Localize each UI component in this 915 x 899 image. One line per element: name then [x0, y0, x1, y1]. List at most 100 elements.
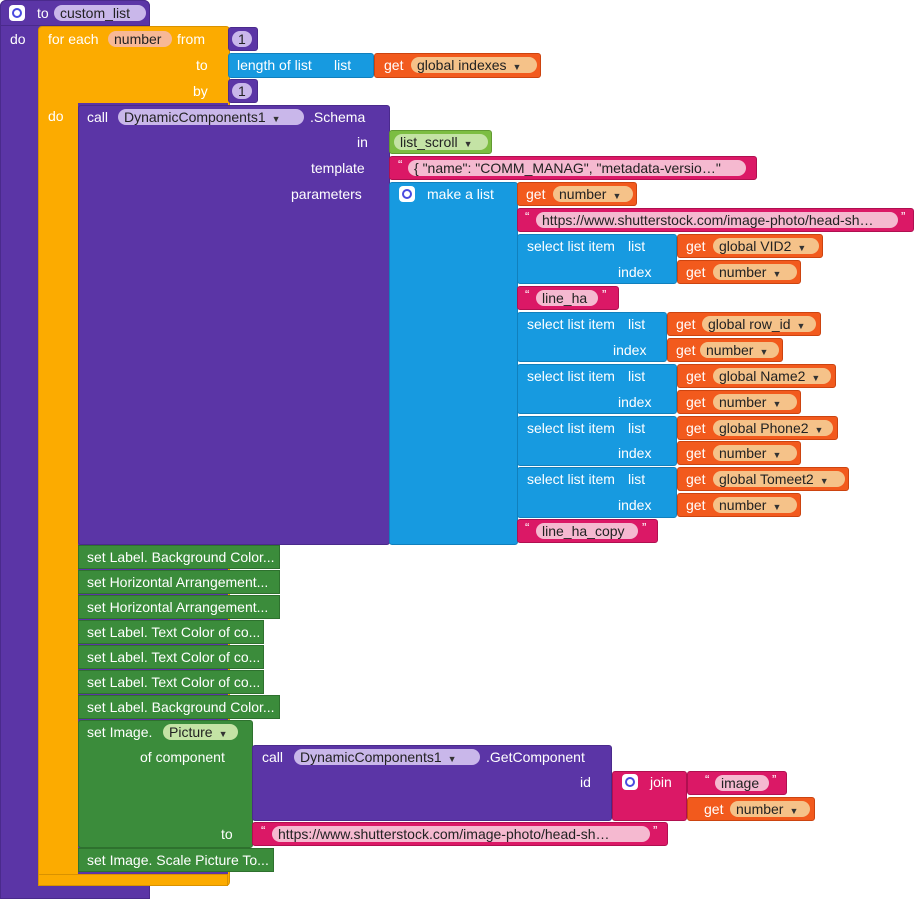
select-list-label: list — [628, 471, 646, 487]
template-text-field[interactable]: { "name": "COMM_MANAG", "metadata-versio… — [408, 160, 746, 176]
picture-property-dropdown[interactable]: Picture ▼ — [163, 724, 238, 740]
setter-block-4[interactable] — [78, 620, 264, 644]
select-list-item-phone2[interactable] — [517, 416, 677, 466]
get-label: get — [686, 445, 706, 461]
get-component-id-label: id — [580, 774, 591, 790]
schema-in-label: in — [357, 134, 368, 150]
open-quote-icon: “ — [525, 520, 530, 535]
get-component-call-keyword: call — [262, 749, 284, 765]
close-quote-icon: ” — [642, 520, 647, 535]
select-list-item-name2[interactable] — [517, 364, 677, 414]
set-image-to-label: to — [221, 826, 233, 842]
make-a-list-block[interactable] — [389, 182, 518, 545]
length-of-list-block[interactable] — [228, 53, 374, 78]
setter-block-6[interactable] — [78, 670, 264, 694]
length-of-list-list-label: list — [334, 57, 352, 73]
setter-label-1: set Label. Background Color... — [87, 549, 275, 565]
chevron-down-icon: ▼ — [772, 399, 782, 409]
get-label: get — [686, 264, 706, 280]
url-text-field-2[interactable]: https://www.shutterstock.com/image-photo… — [272, 826, 650, 842]
make-list-gear-icon[interactable] — [399, 186, 415, 202]
chevron-down-icon: ▼ — [814, 425, 824, 435]
global-indexes-dropdown[interactable]: global indexes▼ — [411, 57, 537, 73]
select-index-label: index — [618, 445, 652, 461]
number-dropdown[interactable]: number▼ — [713, 264, 797, 280]
join-label: join — [650, 774, 672, 790]
get-label: get — [686, 368, 706, 384]
schema-component-dropdown[interactable]: DynamicComponents1▼ — [118, 109, 304, 125]
get-label: get — [686, 238, 706, 254]
number-dropdown[interactable]: number▼ — [700, 342, 779, 358]
select-list-item-row-id[interactable] — [517, 312, 667, 362]
select-list-item-vid2[interactable] — [517, 234, 677, 284]
get-component-method-label: .GetComponent — [486, 749, 585, 765]
get-label: get — [676, 342, 696, 358]
chevron-down-icon: ▼ — [759, 347, 769, 357]
number-dropdown[interactable]: number ▼ — [713, 394, 797, 410]
mutator-gear-icon[interactable] — [9, 5, 25, 21]
picture-text: Picture — [169, 724, 213, 740]
by-number-field[interactable]: 1 — [232, 83, 252, 99]
schema-call-block[interactable] — [78, 105, 390, 545]
list-scroll-dropdown[interactable]: list_scroll▼ — [394, 134, 488, 150]
schema-component-text: DynamicComponents1 — [124, 109, 266, 125]
number-dropdown[interactable]: number▼ — [713, 497, 797, 513]
setter-block-1[interactable] — [78, 545, 280, 569]
number-dropdown[interactable]: number▼ — [553, 186, 633, 202]
line-ha-text-field[interactable]: line_ha — [536, 290, 598, 306]
chevron-down-icon: ▼ — [772, 450, 782, 460]
select-list-item-label: select list item — [527, 471, 615, 487]
global-name2-dropdown[interactable]: global Name2▼ — [713, 368, 831, 384]
chevron-down-icon: ▼ — [463, 139, 473, 149]
setter-label-6: set Label. Text Color of co... — [87, 674, 261, 690]
global-row-id-dropdown[interactable]: global row_id▼ — [702, 316, 816, 332]
select-list-item-label: select list item — [527, 238, 615, 254]
chevron-down-icon: ▼ — [447, 754, 457, 764]
open-quote-icon: “ — [398, 157, 403, 172]
schema-method-label: .Schema — [310, 109, 366, 125]
get-component-component-dropdown[interactable]: DynamicComponents1 ▼ — [294, 749, 480, 765]
schema-call-keyword: call — [87, 109, 109, 125]
get-label: get — [384, 57, 404, 73]
global-phone2-dropdown[interactable]: global Phone2▼ — [713, 420, 833, 436]
procedure-do-label: do — [10, 31, 26, 47]
make-a-list-label: make a list — [427, 186, 494, 202]
chevron-down-icon: ▼ — [796, 321, 806, 331]
get-label: get — [686, 497, 706, 513]
set-image-picture-block[interactable] — [78, 720, 253, 848]
image-text-field[interactable]: image — [715, 775, 769, 791]
global-vid2-dropdown[interactable]: global VID2▼ — [713, 238, 819, 254]
setter-block-7[interactable] — [78, 695, 280, 719]
get-label: get — [686, 420, 706, 436]
open-quote-icon: “ — [525, 209, 530, 224]
number-text: number — [719, 394, 767, 410]
number-text: number — [736, 801, 784, 817]
global-tomeet2-text: global Tomeet2 — [719, 471, 814, 487]
line-ha-copy-text-field[interactable]: line_ha_copy — [536, 523, 638, 539]
number-dropdown[interactable]: number▼ — [713, 445, 797, 461]
get-label: get — [526, 186, 546, 202]
for-each-bottom — [38, 874, 228, 886]
number-dropdown[interactable]: number▼ — [730, 801, 810, 817]
set-image-label: set Image. — [87, 724, 153, 740]
open-quote-icon: “ — [525, 287, 530, 302]
select-list-item-tomeet2[interactable] — [517, 467, 677, 518]
setter-label-2: set Horizontal Arrangement... — [87, 574, 269, 590]
setter-block-3[interactable] — [78, 595, 280, 619]
procedure-name-field[interactable]: custom_list — [54, 5, 146, 21]
for-each-label: for each — [48, 31, 99, 47]
set-image-scale-label: set Image. Scale Picture To... — [87, 852, 269, 868]
chevron-down-icon: ▼ — [218, 729, 228, 739]
setter-block-2[interactable] — [78, 570, 280, 594]
global-tomeet2-dropdown[interactable]: global Tomeet2▼ — [713, 471, 845, 487]
url-text-field-1[interactable]: https://www.shutterstock.com/image-photo… — [536, 212, 898, 228]
for-each-variable-field[interactable]: number — [108, 31, 172, 47]
join-gear-icon[interactable] — [622, 774, 638, 790]
from-number-field[interactable]: 1 — [232, 31, 252, 47]
global-vid2-text: global VID2 — [719, 238, 792, 254]
open-quote-icon: “ — [705, 772, 710, 787]
setter-block-5[interactable] — [78, 645, 264, 669]
set-image-scale-block[interactable] — [78, 848, 274, 872]
select-index-label: index — [618, 497, 652, 513]
get-component-component-text: DynamicComponents1 — [300, 749, 442, 765]
